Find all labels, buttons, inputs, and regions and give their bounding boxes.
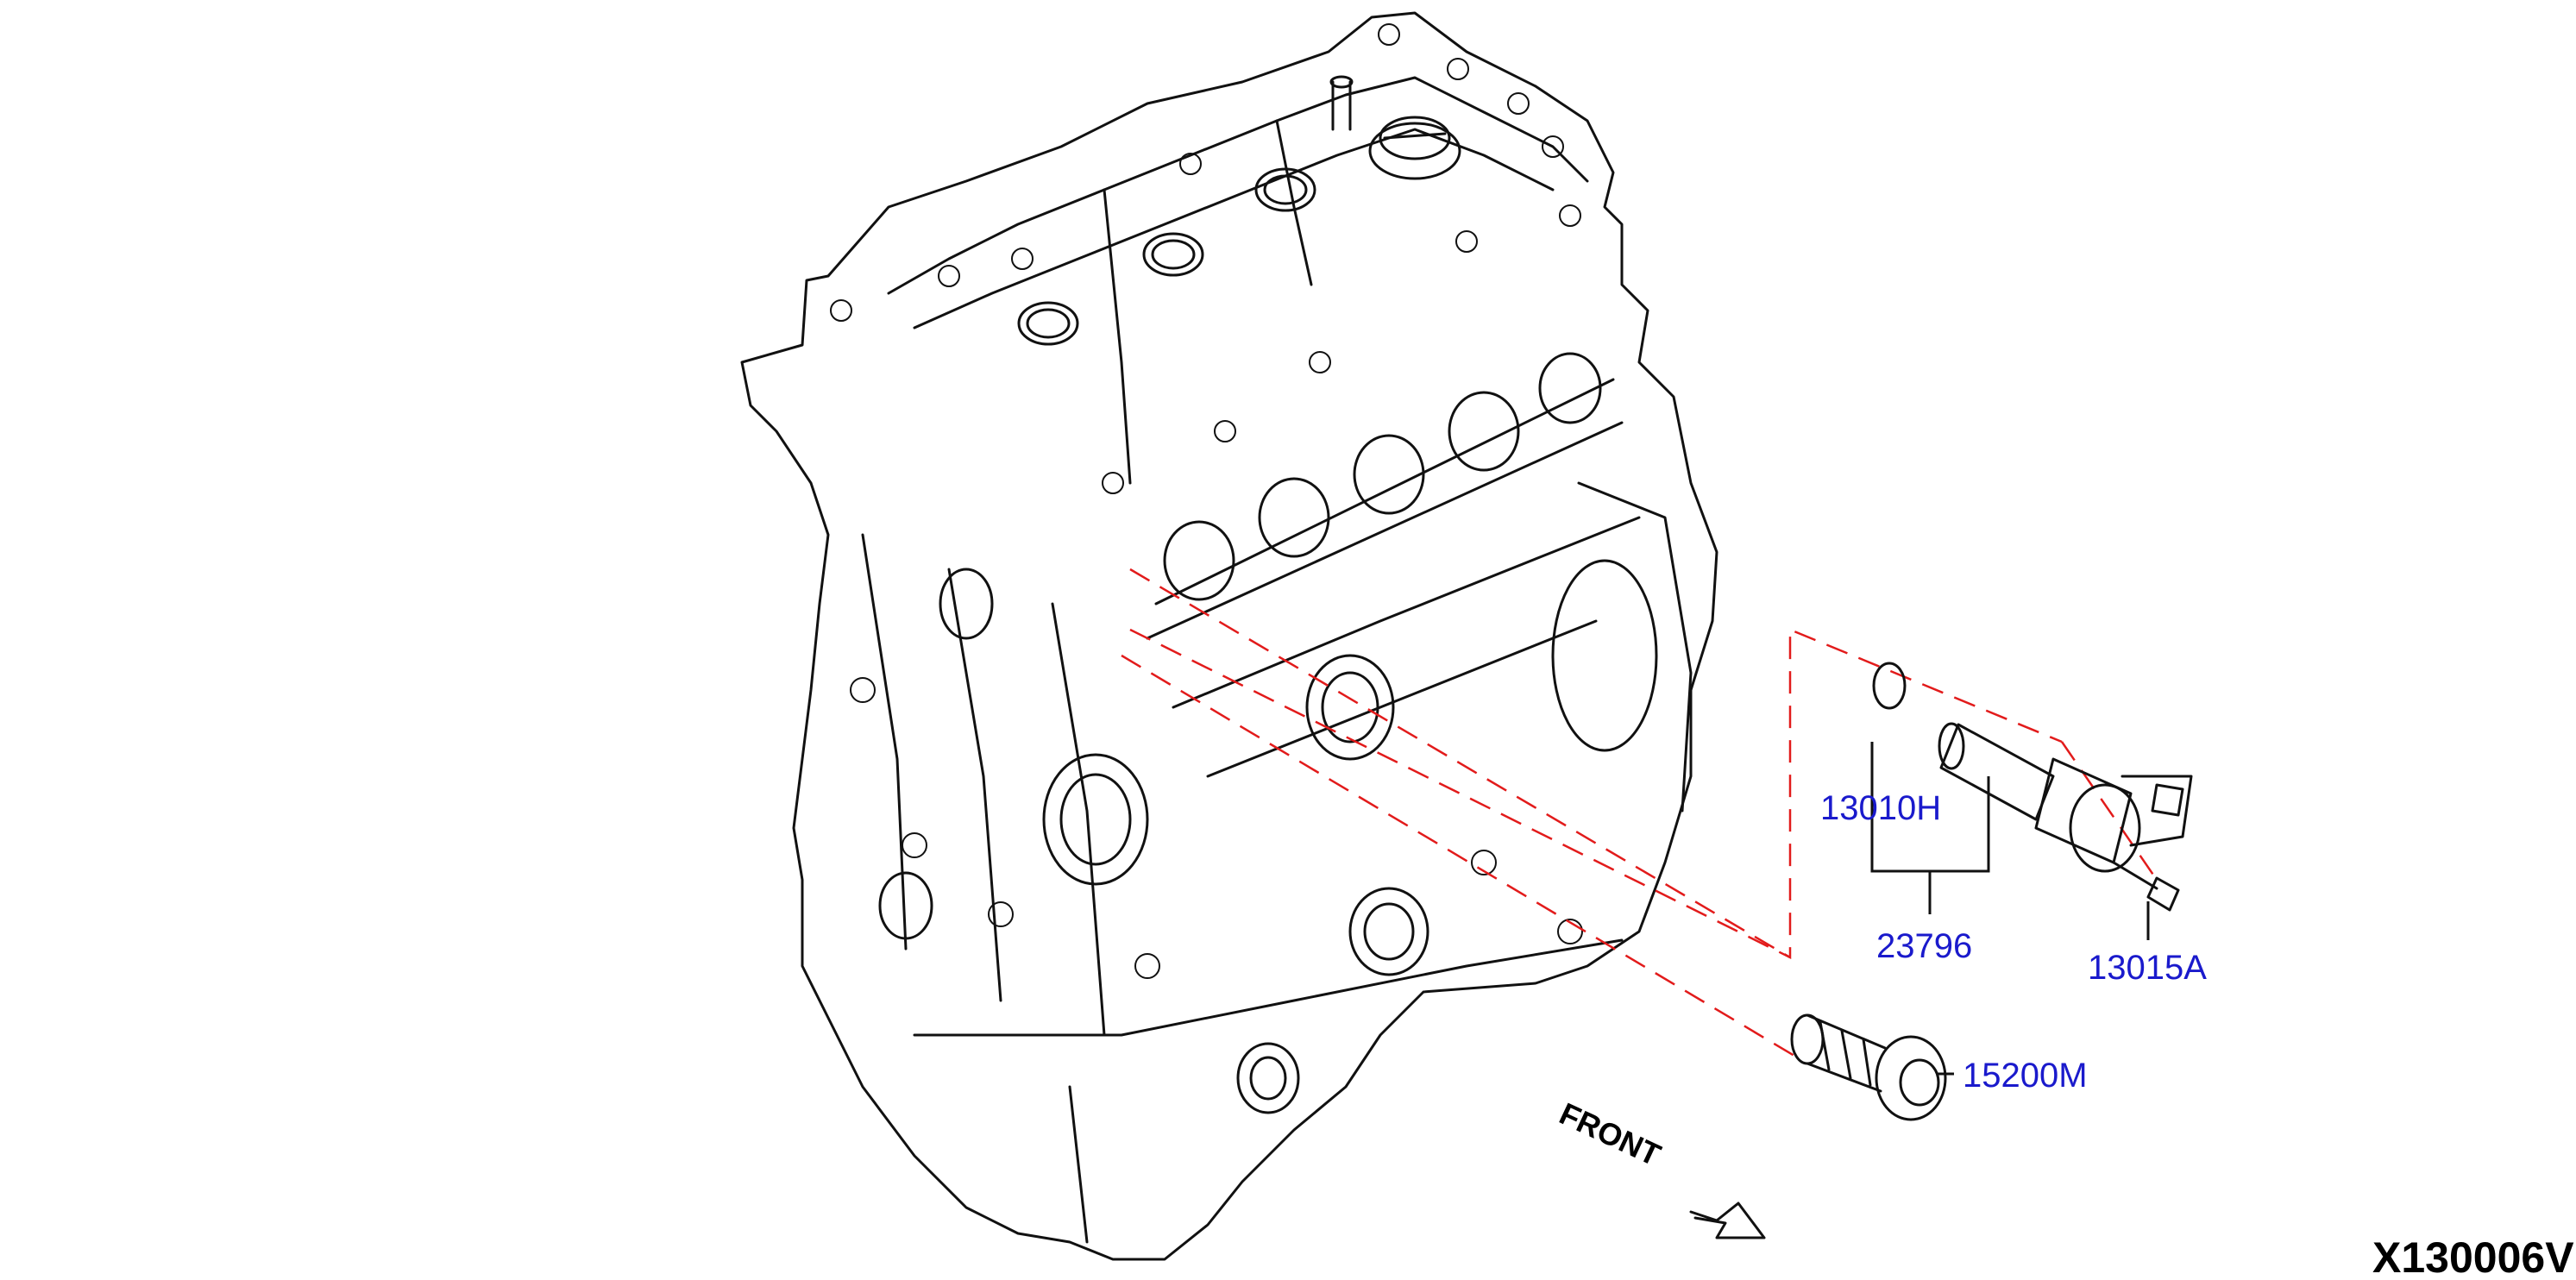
part-number-assembly[interactable]: 23796	[1876, 927, 1972, 965]
part-callout-lines	[1870, 742, 2150, 1076]
front-direction-indicator: FRONT	[1555, 1095, 1766, 1239]
engine-block-drawing	[740, 11, 1718, 1261]
front-arrow-icon	[1689, 1202, 1766, 1239]
diagram-code: X130006V	[2372, 1233, 2574, 1280]
part-number-filter[interactable]: 15200M	[1963, 1057, 2088, 1095]
front-label: FRONT	[1555, 1095, 1667, 1173]
oil-filter-part	[1790, 1013, 1947, 1121]
part-number-oring[interactable]: 13010H	[1820, 789, 1941, 827]
installation-leader-lines	[1121, 568, 2158, 1063]
bolt-part	[2112, 861, 2180, 912]
oring-part	[1872, 662, 1907, 710]
part-number-bolt[interactable]: 13015A	[2088, 949, 2207, 987]
